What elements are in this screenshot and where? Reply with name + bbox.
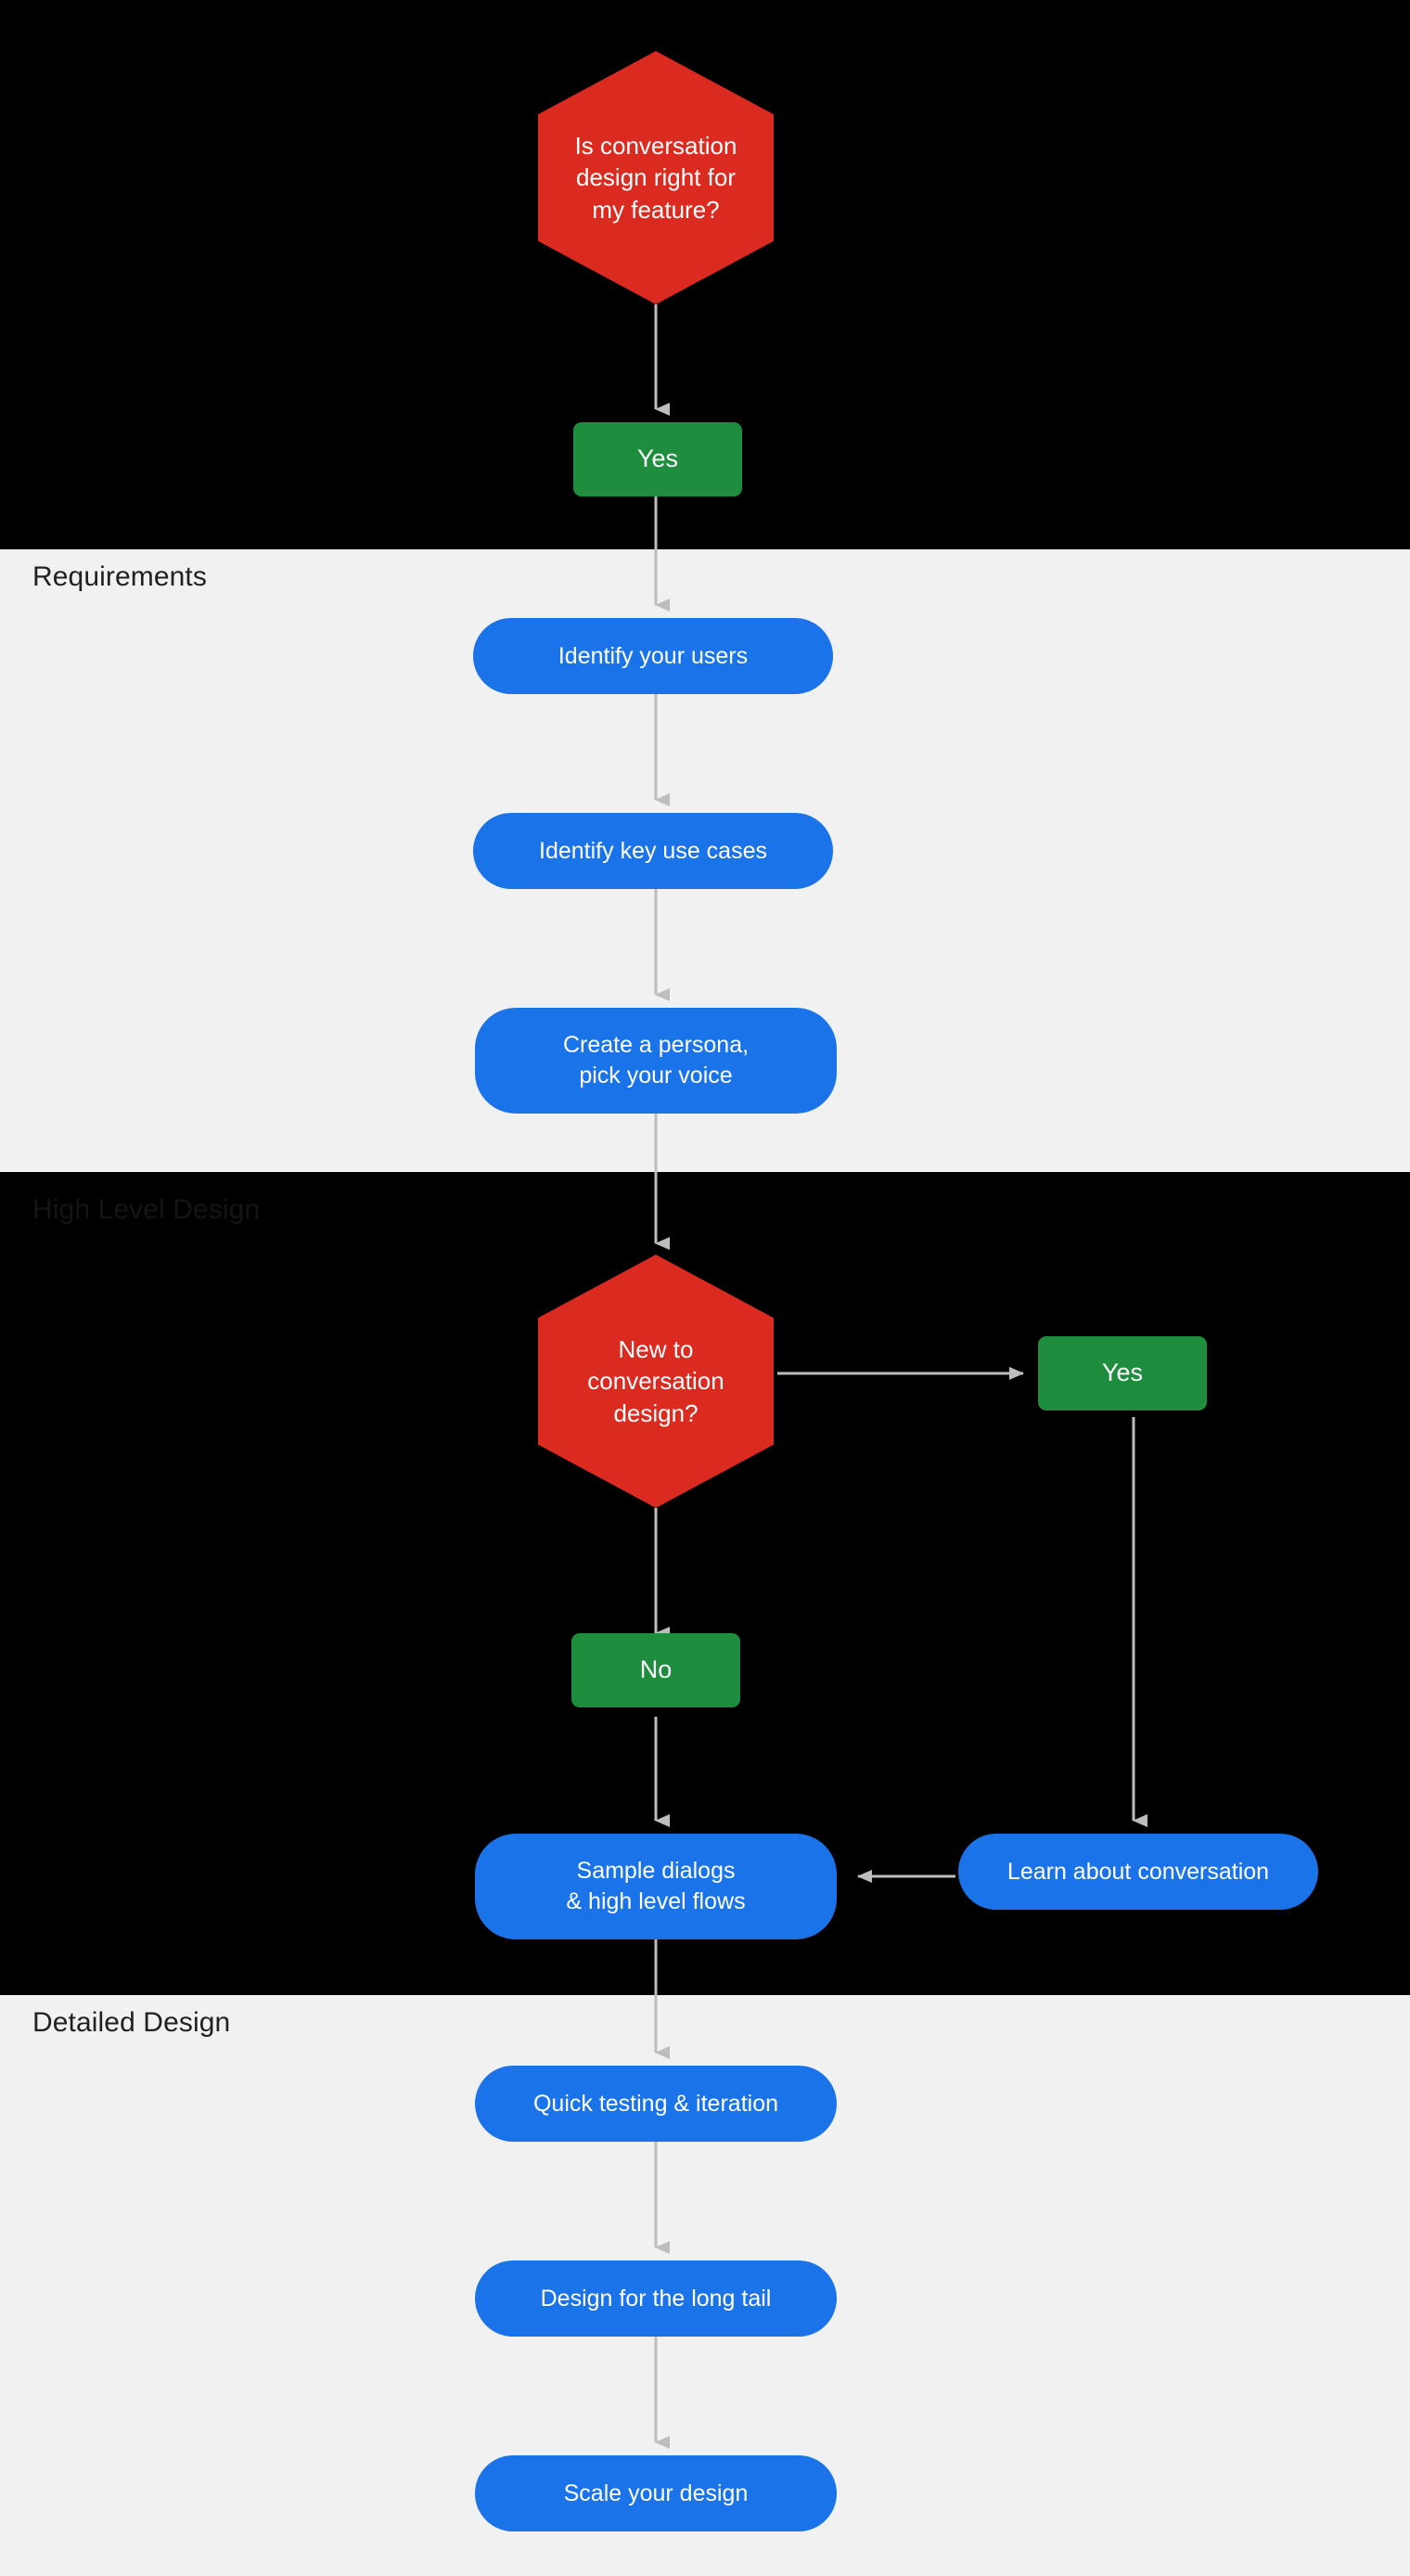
node-label: Design for the long tail: [540, 2285, 772, 2312]
node-label: Yes: [636, 444, 679, 473]
node-label: Identify key use cases: [539, 837, 767, 864]
node-label: Yes: [1101, 1359, 1144, 1387]
node-process-identify-users[interactable]: Identify your users: [473, 618, 833, 694]
node-answer-yes-2[interactable]: Yes: [1038, 1336, 1207, 1410]
section-label-high-level-design: High Level Design: [32, 1194, 261, 1225]
section-label-detailed-design: Detailed Design: [32, 2007, 231, 2038]
node-label: New to conversation design?: [587, 1335, 724, 1427]
node-label: Sample dialogs & high level flows: [566, 1858, 746, 1914]
section-label-requirements: Requirements: [32, 561, 207, 592]
node-label: Scale your design: [563, 2479, 749, 2506]
node-answer-yes-1[interactable]: Yes: [573, 422, 742, 496]
node-process-identify-use-cases[interactable]: Identify key use cases: [473, 813, 833, 889]
node-process-scale-design[interactable]: Scale your design: [475, 2455, 837, 2531]
node-answer-no[interactable]: No: [571, 1633, 740, 1707]
node-label: Learn about conversation: [1006, 1858, 1270, 1885]
node-label: Quick testing & iteration: [532, 2090, 778, 2117]
node-label: Is conversation design right for my feat…: [574, 132, 737, 224]
node-process-learn-about-conversation[interactable]: Learn about conversation: [958, 1834, 1318, 1910]
node-label: No: [639, 1655, 673, 1684]
node-label: Create a persona, pick your voice: [562, 1032, 750, 1088]
node-process-quick-testing[interactable]: Quick testing & iteration: [475, 2066, 837, 2142]
node-process-long-tail[interactable]: Design for the long tail: [475, 2260, 837, 2337]
node-process-sample-dialogs[interactable]: Sample dialogs & high level flows: [475, 1834, 837, 1939]
node-process-create-persona[interactable]: Create a persona, pick your voice: [475, 1008, 837, 1114]
node-label: Identify your users: [558, 642, 749, 669]
